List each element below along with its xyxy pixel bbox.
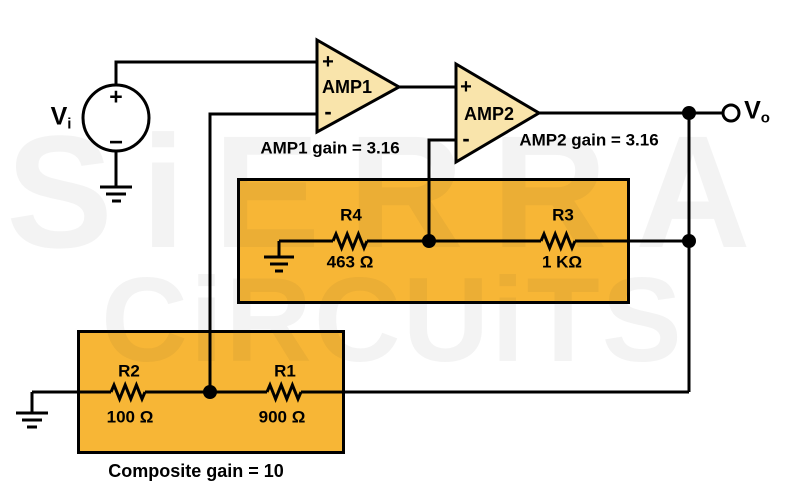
ground-symbol-lower — [16, 411, 48, 429]
junction-dot-r3 — [682, 234, 696, 248]
amp2-minus-sign: - — [462, 126, 470, 151]
r4-label: R4 — [340, 205, 362, 225]
source-minus-sign: − — [108, 129, 124, 156]
junction-dot-lower-divider — [203, 385, 217, 399]
output-terminal-circle — [721, 103, 741, 123]
wire-amp1-feedback — [208, 112, 317, 392]
amp1-plus-sign: + — [322, 51, 334, 73]
junction-dot-output — [682, 106, 696, 120]
r1-label: R1 — [274, 361, 296, 381]
vi-label: Vi — [50, 102, 72, 133]
resistor-r2-symbol — [109, 380, 147, 404]
r4-value: 463 Ω — [326, 252, 374, 272]
resistor-r4-symbol — [331, 229, 369, 253]
vo-label: Vo — [744, 96, 770, 127]
amp1-triangle — [315, 37, 403, 135]
r2-label: R2 — [118, 361, 140, 381]
watermark-line2: CiRCUiTS — [101, 253, 684, 387]
r1-value: 900 Ω — [258, 407, 306, 427]
composite-gain-note: Composite gain = 10 — [108, 461, 284, 481]
amp1-minus-sign: - — [324, 99, 332, 124]
vo-subscript: o — [760, 109, 770, 127]
voltage-source-circle — [81, 83, 151, 153]
wire-source-to-amp1 — [114, 60, 317, 85]
amp2-gain-note: AMP2 gain = 3.16 — [519, 130, 659, 150]
amp2-label: AMP2 — [463, 104, 515, 124]
r3-value: 1 KΩ — [541, 252, 583, 272]
ground-symbol-upper-box — [264, 255, 294, 273]
ground-symbol-source — [100, 185, 132, 203]
resistor-r1-symbol — [265, 380, 303, 404]
vi-subscript: i — [67, 115, 72, 133]
source-plus-sign: + — [109, 83, 123, 110]
junction-dot-upper-divider — [422, 234, 436, 248]
amp1-label: AMP1 — [321, 77, 373, 97]
r3-label: R3 — [552, 205, 574, 225]
amp2-plus-sign: + — [460, 76, 472, 98]
wire-amp2-feedback — [427, 138, 456, 241]
resistor-r3-symbol — [539, 229, 577, 253]
amp2-triangle — [454, 61, 542, 165]
r2-value: 100 Ω — [106, 407, 154, 427]
amp1-gain-note: AMP1 gain = 3.16 — [260, 138, 400, 158]
